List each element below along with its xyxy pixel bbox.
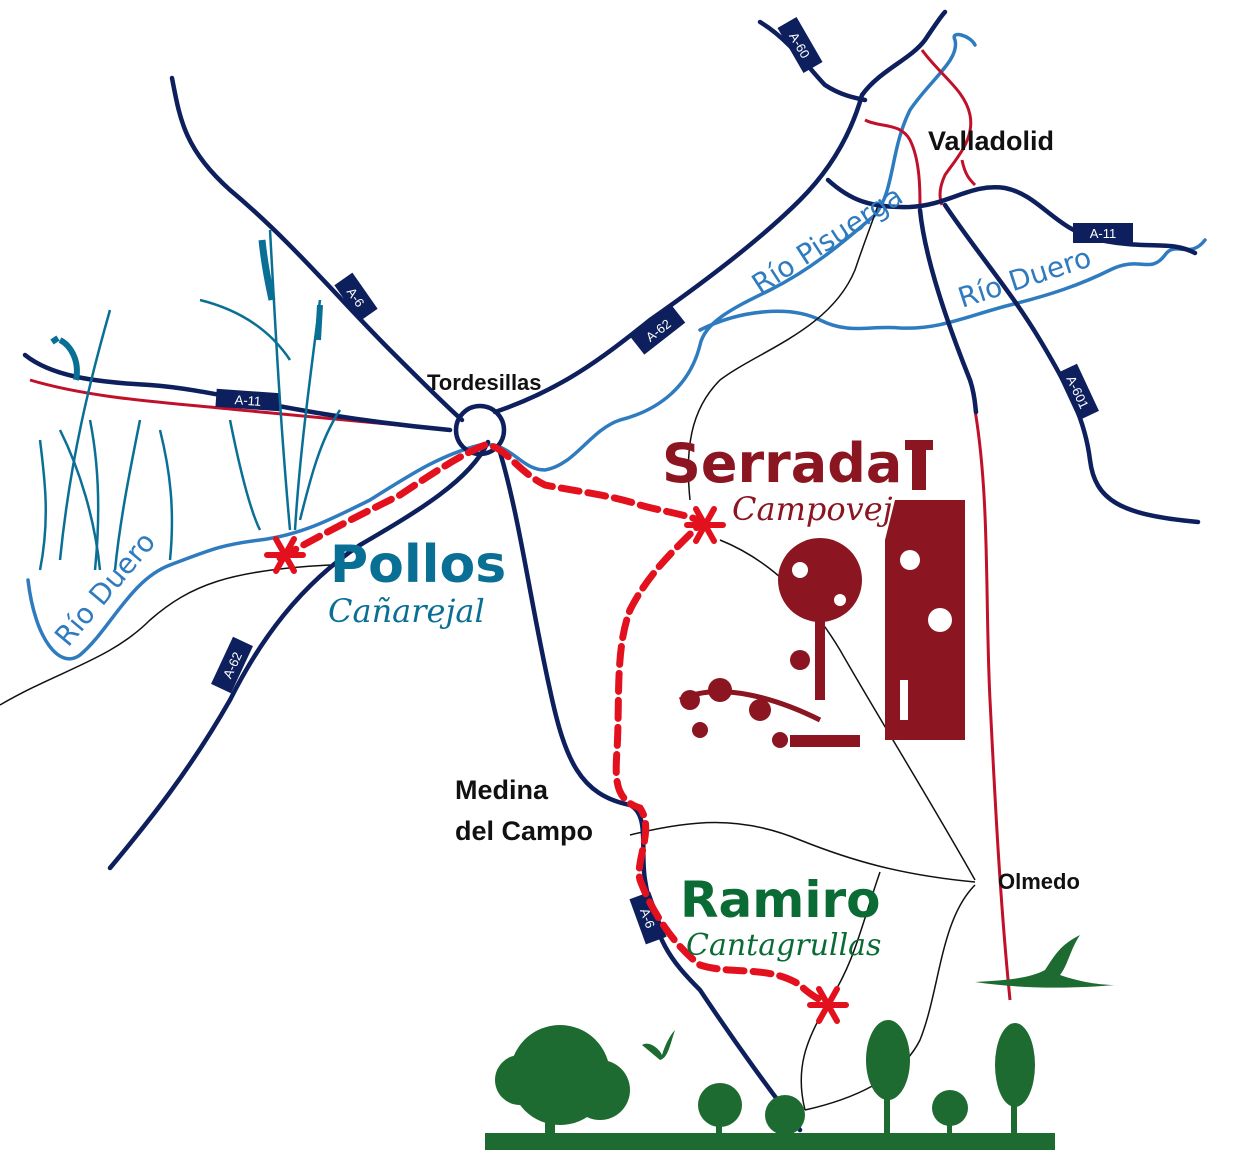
road-ring: [825, 177, 1198, 256]
wine-route: [276, 441, 834, 1009]
motorways: [22, 9, 1201, 1133]
road-a60: [757, 19, 868, 103]
shield-a6-nw: A-6: [334, 272, 378, 322]
shield-a11-west: A-11: [215, 388, 281, 412]
winery-subtitle-ramiro: Cantagrullas: [686, 928, 881, 963]
town-label-medina-2: del Campo: [455, 816, 593, 846]
local-road: [719, 539, 976, 881]
river-label-duero-east: Río Duero: [954, 241, 1095, 315]
river-label-duero-west: Río Duero: [48, 526, 162, 653]
star-marker-icon[interactable]: [807, 986, 849, 1024]
wine-collage-details: [792, 550, 952, 720]
winery-name-ramiro[interactable]: Ramiro: [680, 871, 881, 929]
shield-label: A-11: [234, 392, 261, 409]
star-marker-icon[interactable]: [684, 506, 726, 544]
railway-line: [960, 159, 977, 187]
town-label-olmedo: Olmedo: [998, 869, 1080, 894]
road-a6-south: [497, 449, 803, 1133]
railway-line: [920, 49, 973, 206]
reeds-bird-icon: [38, 229, 342, 571]
shield-a60: A-60: [777, 16, 823, 74]
river-duero-east: [698, 238, 1207, 332]
town-label-valladolid: Valladolid: [928, 126, 1054, 156]
shield-label: A-11: [1090, 226, 1117, 241]
road-shields: A-60 A-11 A-601 A-62 A-6 A-11 A-62 A-6: [211, 16, 1133, 945]
crane-icon: [975, 935, 1115, 988]
markers: [264, 506, 849, 1024]
winery-subtitle-serrada: Campoveja: [732, 490, 912, 528]
river-duero-west: [26, 32, 977, 661]
local-road: [804, 884, 976, 1111]
road-a62-ne: [492, 9, 948, 415]
local-road: [0, 564, 331, 706]
local-road: [629, 821, 976, 883]
local-roads: [0, 204, 976, 1111]
rivers: [26, 32, 1207, 661]
road-a62-sw: [107, 439, 491, 871]
local-road: [687, 204, 879, 501]
road-a6-nw: [169, 75, 465, 423]
road-south-valladolid: [917, 207, 979, 415]
shield-a601: A-601: [1057, 363, 1099, 421]
road-a11-west: [22, 352, 453, 433]
town-label-tordesillas: Tordesillas: [427, 370, 542, 395]
railway-line: [973, 409, 1012, 1001]
shield-a11-east: A-11: [1073, 223, 1133, 243]
winery-subtitle-pollos: Cañarejal: [328, 592, 485, 630]
town-label-medina: Medina: [455, 775, 549, 805]
winery-name-serrada[interactable]: Serrada: [662, 432, 902, 495]
tordesillas-roundabout: [453, 403, 507, 457]
railway-line: [864, 118, 922, 206]
river-label-pisuerga: Río Pisuerga: [746, 179, 909, 301]
trees-icon: [485, 1020, 1055, 1150]
star-marker-icon[interactable]: [264, 536, 306, 574]
winery-name-pollos[interactable]: Pollos: [330, 535, 506, 595]
